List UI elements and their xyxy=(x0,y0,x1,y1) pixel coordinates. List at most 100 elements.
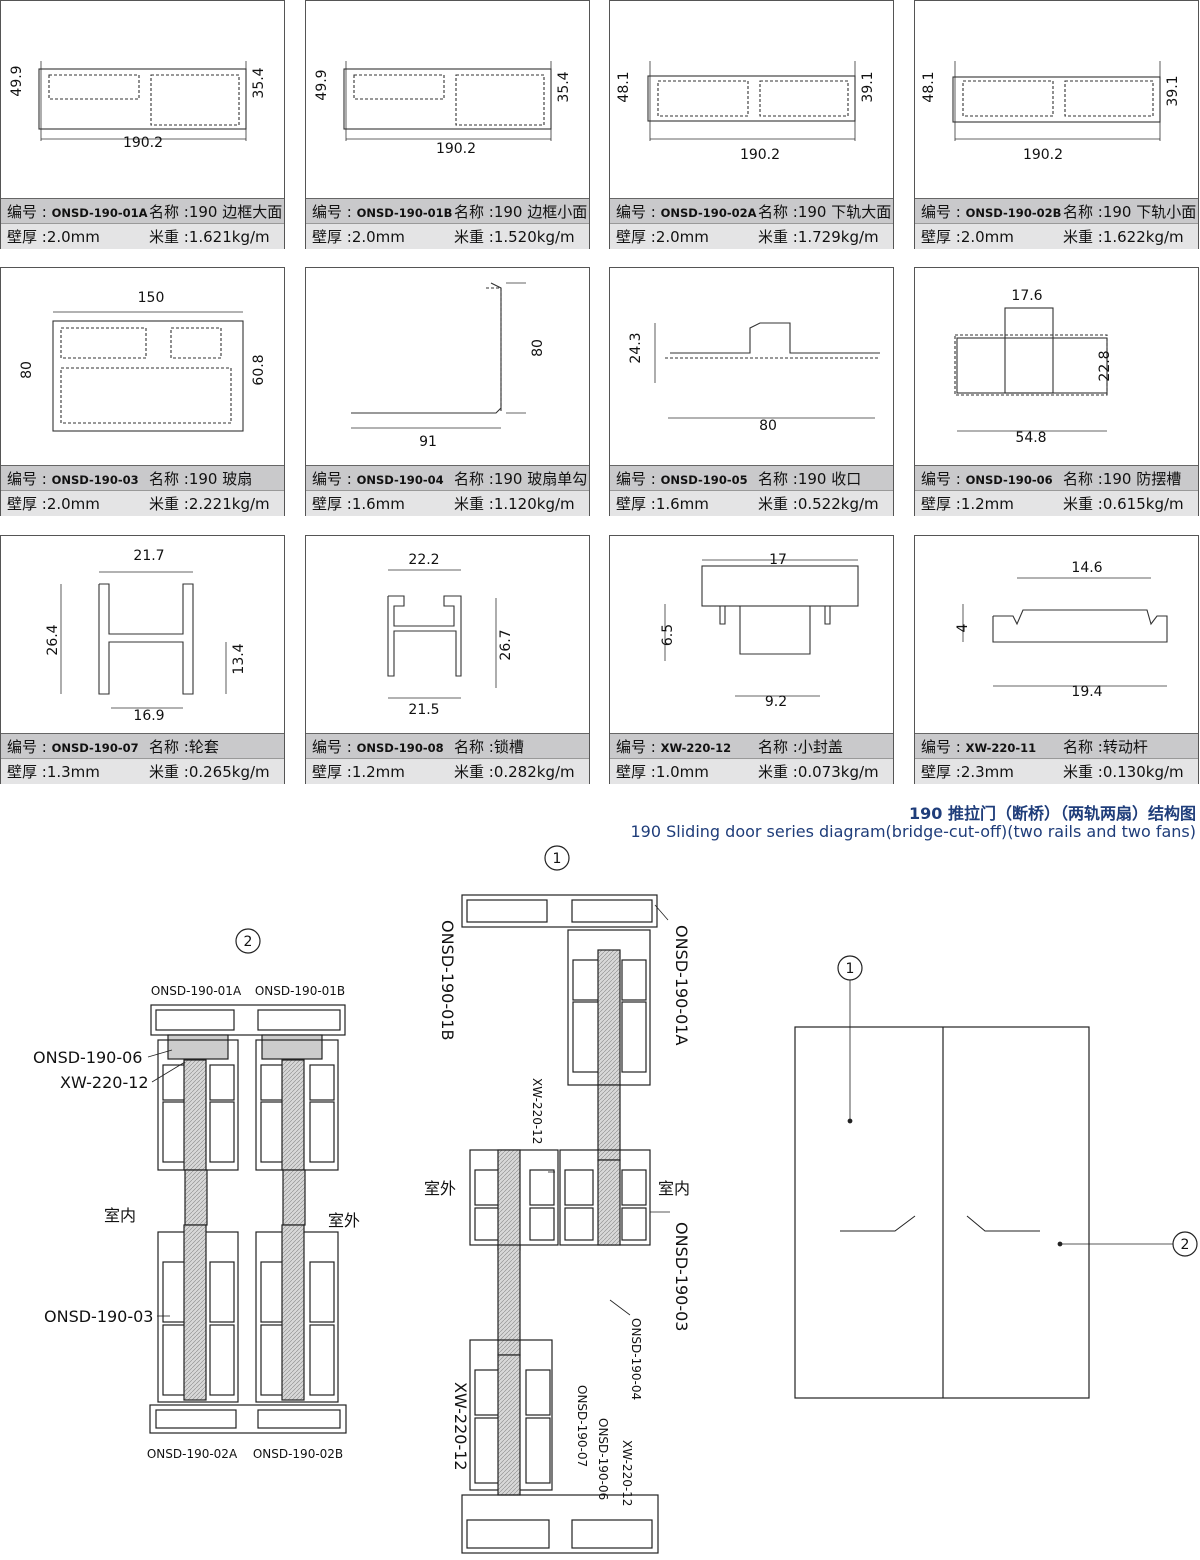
profile-wall: 壁厚 :1.3mm xyxy=(7,763,100,781)
profile-weight: 米重 :1.621kg/m xyxy=(149,228,270,246)
profile-info: 编号 : ONSD-190-06 名称 :190 防摆槽 壁厚 :1.2mm 米… xyxy=(915,465,1198,516)
profile-shape xyxy=(962,577,1168,687)
dimension-label: 19.4 xyxy=(1071,684,1102,700)
dimension-label: 150 xyxy=(138,290,165,306)
dimension-label: 190.2 xyxy=(740,147,780,163)
profile-weight: 米重 :0.282kg/m xyxy=(454,763,575,781)
marker-2-label: 2 xyxy=(244,934,253,950)
elevation-diagram xyxy=(794,955,1198,1399)
profile-weight: 米重 :1.120kg/m xyxy=(454,495,575,513)
profile-wall: 壁厚 :2.0mm xyxy=(7,495,100,513)
profile-name: 名称 :190 下轨大面 xyxy=(758,202,892,221)
profile-shape xyxy=(38,61,247,141)
profile-weight: 米重 :2.221kg/m xyxy=(149,495,270,513)
profile-wall: 壁厚 :2.0mm xyxy=(7,228,100,246)
dimension-label: 39.1 xyxy=(1165,75,1181,106)
label-hook: ONSD-190-04 xyxy=(629,1318,643,1400)
section-title-en: 190 Sliding door series diagram(bridge-c… xyxy=(630,822,1197,841)
profile-info: 编号 : ONSD-190-08 名称 :锁槽 壁厚 :1.2mm 米重 :0.… xyxy=(306,733,589,784)
profile-drawing: 21.726.413.416.9 xyxy=(45,548,247,724)
dimension-label: 17 xyxy=(769,552,787,568)
label-p06: ONSD-190-06 xyxy=(596,1418,610,1500)
label-xw-a: XW-220-12 xyxy=(530,1078,544,1144)
profile-shape xyxy=(60,571,227,709)
label-xw-c: XW-220-12 xyxy=(620,1440,634,1506)
profile-code: 编号 : ONSD-190-04 xyxy=(312,469,444,488)
dimension-label: 80 xyxy=(759,418,777,434)
label-callout-b: XW-220-12 xyxy=(60,1073,149,1092)
profile-name: 名称 :190 收口 xyxy=(758,469,862,488)
profile-info: 编号 : ONSD-190-01A 名称 :190 边框大面 壁厚 :2.0mm… xyxy=(1,198,284,249)
marker-circle xyxy=(235,928,261,954)
dimension-label: 14.6 xyxy=(1071,560,1102,576)
dimension-label: 54.8 xyxy=(1015,430,1046,446)
dimension-label: 190.2 xyxy=(123,135,163,151)
label-callout-a: ONSD-190-06 xyxy=(33,1048,142,1067)
dimension-label: 35.4 xyxy=(556,71,572,102)
profile-weight: 米重 :0.265kg/m xyxy=(149,763,270,781)
profile-code: 编号 : ONSD-190-01B xyxy=(312,202,453,221)
profile-drawing: 22.226.721.5 xyxy=(387,552,514,718)
label-outside: 室外 xyxy=(424,1179,456,1198)
dimension-label: 39.1 xyxy=(860,71,876,102)
profile-info: 编号 : ONSD-190-01B 名称 :190 边框小面 壁厚 :2.0mm… xyxy=(306,198,589,249)
profile-code: 编号 : ONSD-190-02B xyxy=(921,202,1062,221)
dimension-label: 24.3 xyxy=(628,332,644,363)
marker-circle xyxy=(544,845,570,871)
profile-wall: 壁厚 :2.0mm xyxy=(921,228,1014,246)
label-inside: 室内 xyxy=(104,1206,136,1225)
label-right-top: ONSD-190-01A xyxy=(672,925,691,1045)
profile-info: 编号 : ONSD-190-07 名称 :轮套 壁厚 :1.3mm 米重 :0.… xyxy=(1,733,284,784)
diagram-1 xyxy=(461,845,670,1554)
profile-drawing: 24.3 80 xyxy=(628,322,880,434)
diagram-2-labels: 2 ONSD-190-01A ONSD-190-01B ONSD-190-06 … xyxy=(33,934,360,1461)
profile-wall: 壁厚 :2.0mm xyxy=(616,228,709,246)
profile-name: 名称 :190 防摆槽 xyxy=(1063,469,1182,488)
profile-info: 编号 : ONSD-190-03 名称 :190 玻扇 壁厚 :2.0mm 米重… xyxy=(1,465,284,516)
elevation-marker-1: 1 xyxy=(846,961,855,977)
dimension-label: 60.8 xyxy=(251,354,267,385)
dimension-label: 48.1 xyxy=(921,71,937,102)
dimension-label: 21.5 xyxy=(408,702,439,718)
dimension-label: 22.8 xyxy=(1097,350,1113,381)
label-p07: ONSD-190-07 xyxy=(575,1385,589,1467)
profile-wall: 壁厚 :1.2mm xyxy=(312,763,405,781)
dimension-label: 9.2 xyxy=(765,694,787,710)
label-inside: 室内 xyxy=(658,1179,690,1198)
profile-name: 名称 :190 下轨小面 xyxy=(1063,202,1197,221)
label-outside: 室外 xyxy=(328,1211,360,1230)
dimension-label: 17.6 xyxy=(1011,288,1042,304)
profile-shape xyxy=(954,307,1108,432)
label-bottom-left: ONSD-190-02A xyxy=(147,1447,238,1461)
profile-shape xyxy=(387,569,497,699)
profile-info: 编号 : XW-220-11 名称 :转动杆 壁厚 :2.3mm 米重 :0.1… xyxy=(915,733,1198,784)
profile-name: 名称 :锁槽 xyxy=(454,737,524,756)
profile-name: 名称 :小封盖 xyxy=(758,737,843,756)
diagram-1-labels: 1 ONSD-190-01B ONSD-190-01A XW-220-12 室外… xyxy=(424,851,691,1506)
profile-code: 编号 : ONSD-190-06 xyxy=(921,469,1053,488)
profile-code: 编号 : XW-220-12 xyxy=(616,737,732,756)
profile-card-onsd-190-06: 17.6 22.8 54.8 编号 : ONSD-190-06 名称 :190 防摆… xyxy=(914,267,1199,516)
profile-wall: 壁厚 :2.3mm xyxy=(921,763,1014,781)
label-xw-b: XW-220-12 xyxy=(451,1382,470,1471)
profile-name: 名称 :轮套 xyxy=(149,737,219,756)
profile-wall: 壁厚 :1.6mm xyxy=(616,495,709,513)
profile-shape xyxy=(952,61,1161,141)
profile-code: 编号 : ONSD-190-07 xyxy=(7,737,139,756)
dimension-label: 190.2 xyxy=(1023,147,1063,163)
profile-code: 编号 : ONSD-190-08 xyxy=(312,737,444,756)
